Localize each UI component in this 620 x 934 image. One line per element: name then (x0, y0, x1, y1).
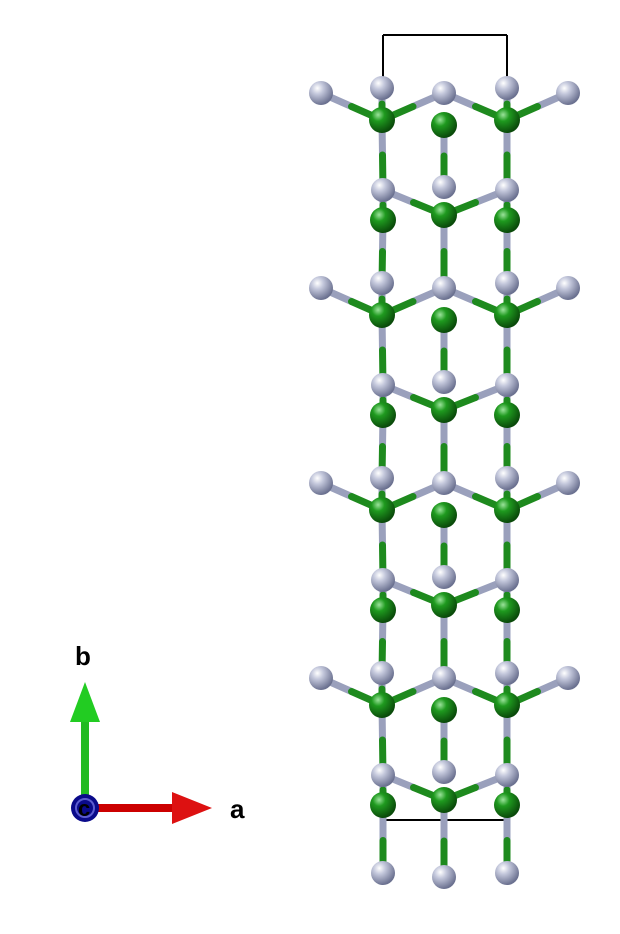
green-atom (494, 792, 520, 818)
a-axis-label: a (230, 794, 245, 824)
c-axis-marker-ring (75, 798, 95, 818)
grey-atom (309, 471, 333, 495)
green-atom (369, 107, 395, 133)
grey-atom (556, 471, 580, 495)
green-atom (431, 502, 457, 528)
grey-atom (432, 565, 456, 589)
grey-atom (432, 865, 456, 889)
a-axis-arrowhead (172, 792, 212, 824)
grey-atom (432, 81, 456, 105)
grey-atom (495, 568, 519, 592)
green-atom (370, 792, 396, 818)
grey-atom (495, 763, 519, 787)
grey-atom (309, 666, 333, 690)
green-atom (431, 202, 457, 228)
grey-atom (432, 175, 456, 199)
grey-atom (371, 373, 395, 397)
grey-atom (309, 81, 333, 105)
atom-layer (309, 76, 580, 889)
grey-atom (556, 81, 580, 105)
grey-atom (371, 178, 395, 202)
green-atom (369, 692, 395, 718)
grey-atom (495, 178, 519, 202)
green-atom (431, 307, 457, 333)
green-atom (369, 497, 395, 523)
grey-atom (495, 466, 519, 490)
grey-atom (432, 760, 456, 784)
grey-atom (309, 276, 333, 300)
c-axis-label: c (78, 796, 90, 821)
green-atom (494, 597, 520, 623)
green-atom (431, 787, 457, 813)
b-axis-label: b (75, 641, 91, 671)
green-atom (494, 497, 520, 523)
green-atom (494, 302, 520, 328)
grey-atom (495, 861, 519, 885)
grey-atom (495, 661, 519, 685)
green-atom (431, 697, 457, 723)
grey-atom (370, 466, 394, 490)
green-atom (370, 207, 396, 233)
grey-atom (370, 661, 394, 685)
green-atom (494, 692, 520, 718)
green-atom (431, 112, 457, 138)
axis-indicator: b a c (70, 641, 245, 824)
grey-atom (556, 666, 580, 690)
grey-atom (371, 568, 395, 592)
green-atom (431, 397, 457, 423)
grey-atom (432, 370, 456, 394)
b-axis-arrowhead (70, 682, 100, 722)
grey-atom (371, 763, 395, 787)
grey-atom (556, 276, 580, 300)
green-atom (494, 207, 520, 233)
grey-atom (432, 666, 456, 690)
green-atom (370, 402, 396, 428)
grey-atom (370, 76, 394, 100)
grey-atom (370, 271, 394, 295)
green-atom (370, 597, 396, 623)
grey-atom (495, 271, 519, 295)
green-atom (494, 107, 520, 133)
grey-atom (371, 861, 395, 885)
grey-atom (432, 471, 456, 495)
green-atom (494, 402, 520, 428)
grey-atom (495, 76, 519, 100)
grey-atom (432, 276, 456, 300)
grey-atom (495, 373, 519, 397)
green-atom (431, 592, 457, 618)
green-atom (369, 302, 395, 328)
